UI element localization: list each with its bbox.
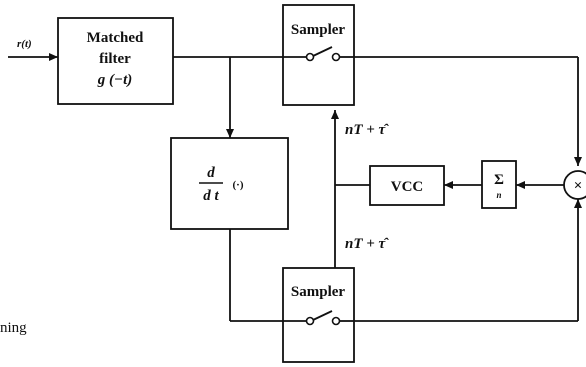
- multiplier-node: ×: [563, 170, 586, 200]
- margin-text-fragment: ning: [0, 320, 27, 336]
- arrowhead-into-top-sampler: [331, 110, 339, 119]
- arrowhead-into-summer: [516, 181, 525, 189]
- arrowhead-bottom-into-multiplier: [574, 199, 582, 208]
- top-switch-icon: [283, 46, 354, 62]
- derivative-numerator: d: [207, 165, 215, 181]
- bottom-switch-icon: [283, 310, 354, 326]
- timing-label-top: nT + τ̂: [345, 122, 389, 138]
- matched-filter-block: Matched filter g (−t): [57, 17, 174, 105]
- matched-filter-line3: g (−t): [97, 72, 133, 88]
- derivative-block: d d t (·): [170, 137, 289, 230]
- timing-label-bottom: nT + τ̂: [345, 236, 389, 252]
- arrowhead-top-into-multiplier: [574, 157, 582, 166]
- matched-filter-line2: filter: [99, 51, 131, 67]
- summer-subscript: n: [496, 190, 501, 200]
- input-label: r(t): [17, 38, 32, 50]
- arrowhead-into-vcc: [444, 181, 453, 189]
- vcc-block: VCC: [369, 165, 445, 206]
- matched-filter-line1: Matched: [87, 30, 144, 46]
- bottom-sampler-label: Sampler: [291, 284, 346, 300]
- vcc-label: VCC: [391, 179, 424, 195]
- top-sampler-label: Sampler: [291, 22, 346, 38]
- summer-symbol: Σ: [494, 172, 504, 188]
- top-sampler-block: Sampler: [282, 4, 355, 106]
- arrowhead-into-matched-filter: [49, 53, 58, 61]
- multiplier-symbol: ×: [574, 178, 583, 194]
- bottom-sampler-block: Sampler: [282, 267, 355, 363]
- derivative-operand: (·): [233, 179, 244, 191]
- summer-block: Σ n: [481, 160, 517, 209]
- derivative-denominator: d t: [203, 188, 219, 204]
- arrowhead-into-derivative: [226, 129, 234, 138]
